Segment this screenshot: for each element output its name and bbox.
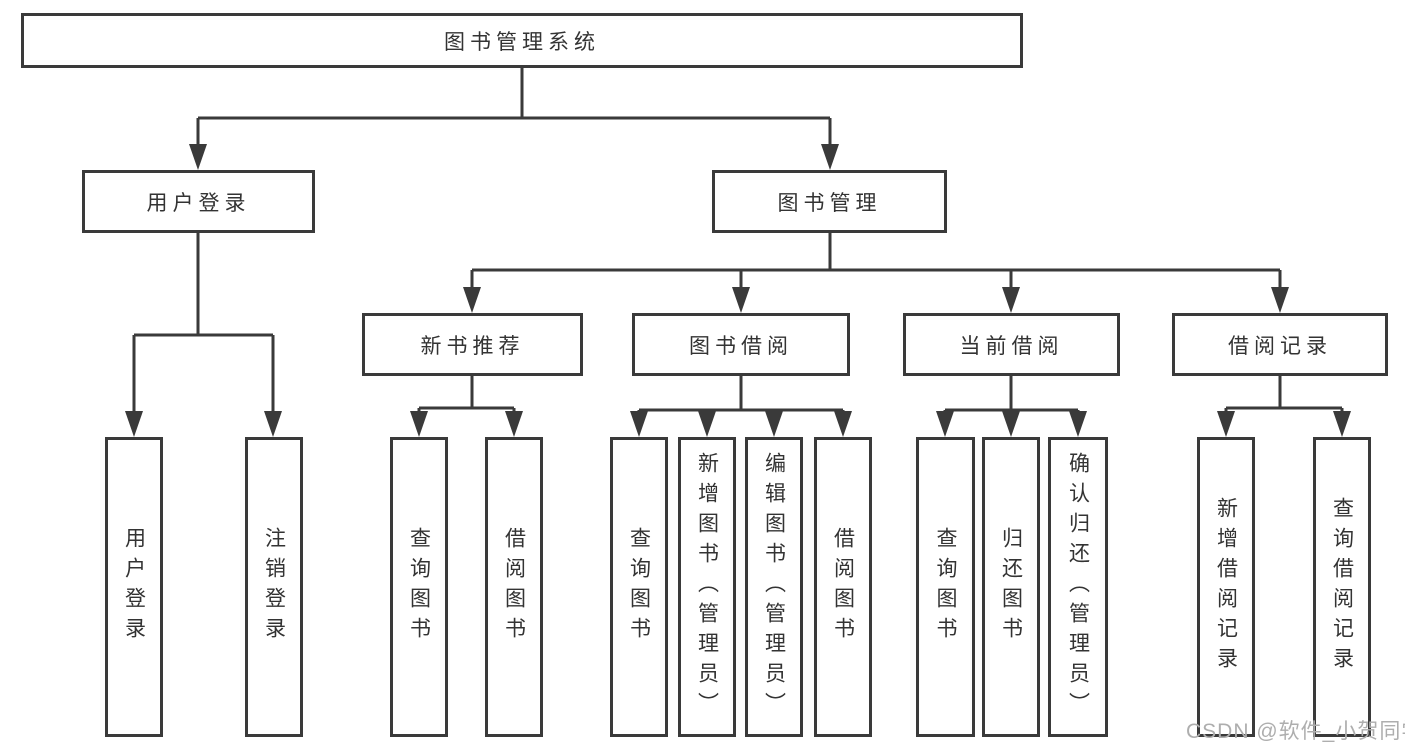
leaf-label: 借阅图书 (831, 527, 855, 647)
node-label: 图书管理系统 (444, 30, 600, 54)
leaf-recommend-borrow-books: 借阅图书 (485, 437, 543, 737)
leaf-current-return-books: 归还图书 (982, 437, 1040, 737)
node-borrowing-records: 借阅记录 (1172, 313, 1388, 376)
node-label: 当前借阅 (959, 334, 1064, 358)
leaf-label: 查询图书 (934, 527, 957, 647)
leaf-borrowing-query-books: 查询图书 (610, 437, 668, 737)
leaf-records-add-record: 新增借阅记录 (1197, 437, 1255, 737)
leaf-recommend-query-books: 查询图书 (390, 437, 448, 737)
leaf-label: 借阅图书 (502, 527, 526, 647)
node-label: 图书借阅 (689, 334, 793, 358)
node-new-book-recommendation: 新书推荐 (362, 313, 583, 376)
leaf-label: 查询图书 (627, 527, 651, 647)
node-label: 借阅记录 (1228, 334, 1332, 358)
leaf-label: 查询借阅记录 (1330, 497, 1354, 677)
node-label: 新书推荐 (420, 334, 525, 358)
leaf-records-query-record: 查询借阅记录 (1313, 437, 1371, 737)
leaf-label: 新增借阅记录 (1214, 497, 1238, 677)
node-label: 用户登录 (146, 191, 251, 215)
leaf-current-confirm-return-admin: 确认归还（管理员） (1048, 437, 1108, 737)
leaf-label: 用户登录 (122, 527, 146, 647)
node-label: 图书管理 (777, 191, 882, 215)
leaf-label: 归还图书 (999, 527, 1023, 647)
node-book-borrowing: 图书借阅 (632, 313, 850, 376)
leaf-label: 确认归还（管理员） (1066, 452, 1090, 722)
csdn-watermark: CSDN @软件_小贺同学 (1186, 720, 1405, 743)
leaf-label: 新增图书（管理员） (695, 452, 719, 722)
node-current-borrowing: 当前借阅 (903, 313, 1120, 376)
node-book-management: 图书管理 (712, 170, 947, 233)
leaf-logout-login: 注销登录 (245, 437, 303, 737)
leaf-current-query-books: 查询图书 (916, 437, 975, 737)
leaf-borrowing-edit-books-admin: 编辑图书（管理员） (745, 437, 803, 737)
leaf-label: 编辑图书（管理员） (762, 452, 786, 722)
leaf-borrowing-add-books-admin: 新增图书（管理员） (678, 437, 736, 737)
leaf-user-login: 用户登录 (105, 437, 163, 737)
leaf-borrowing-borrow-books: 借阅图书 (814, 437, 872, 737)
leaf-label: 注销登录 (262, 527, 286, 647)
leaf-label: 查询图书 (407, 527, 431, 647)
node-library-management-system: 图书管理系统 (21, 13, 1023, 68)
node-user-login: 用户登录 (82, 170, 315, 233)
